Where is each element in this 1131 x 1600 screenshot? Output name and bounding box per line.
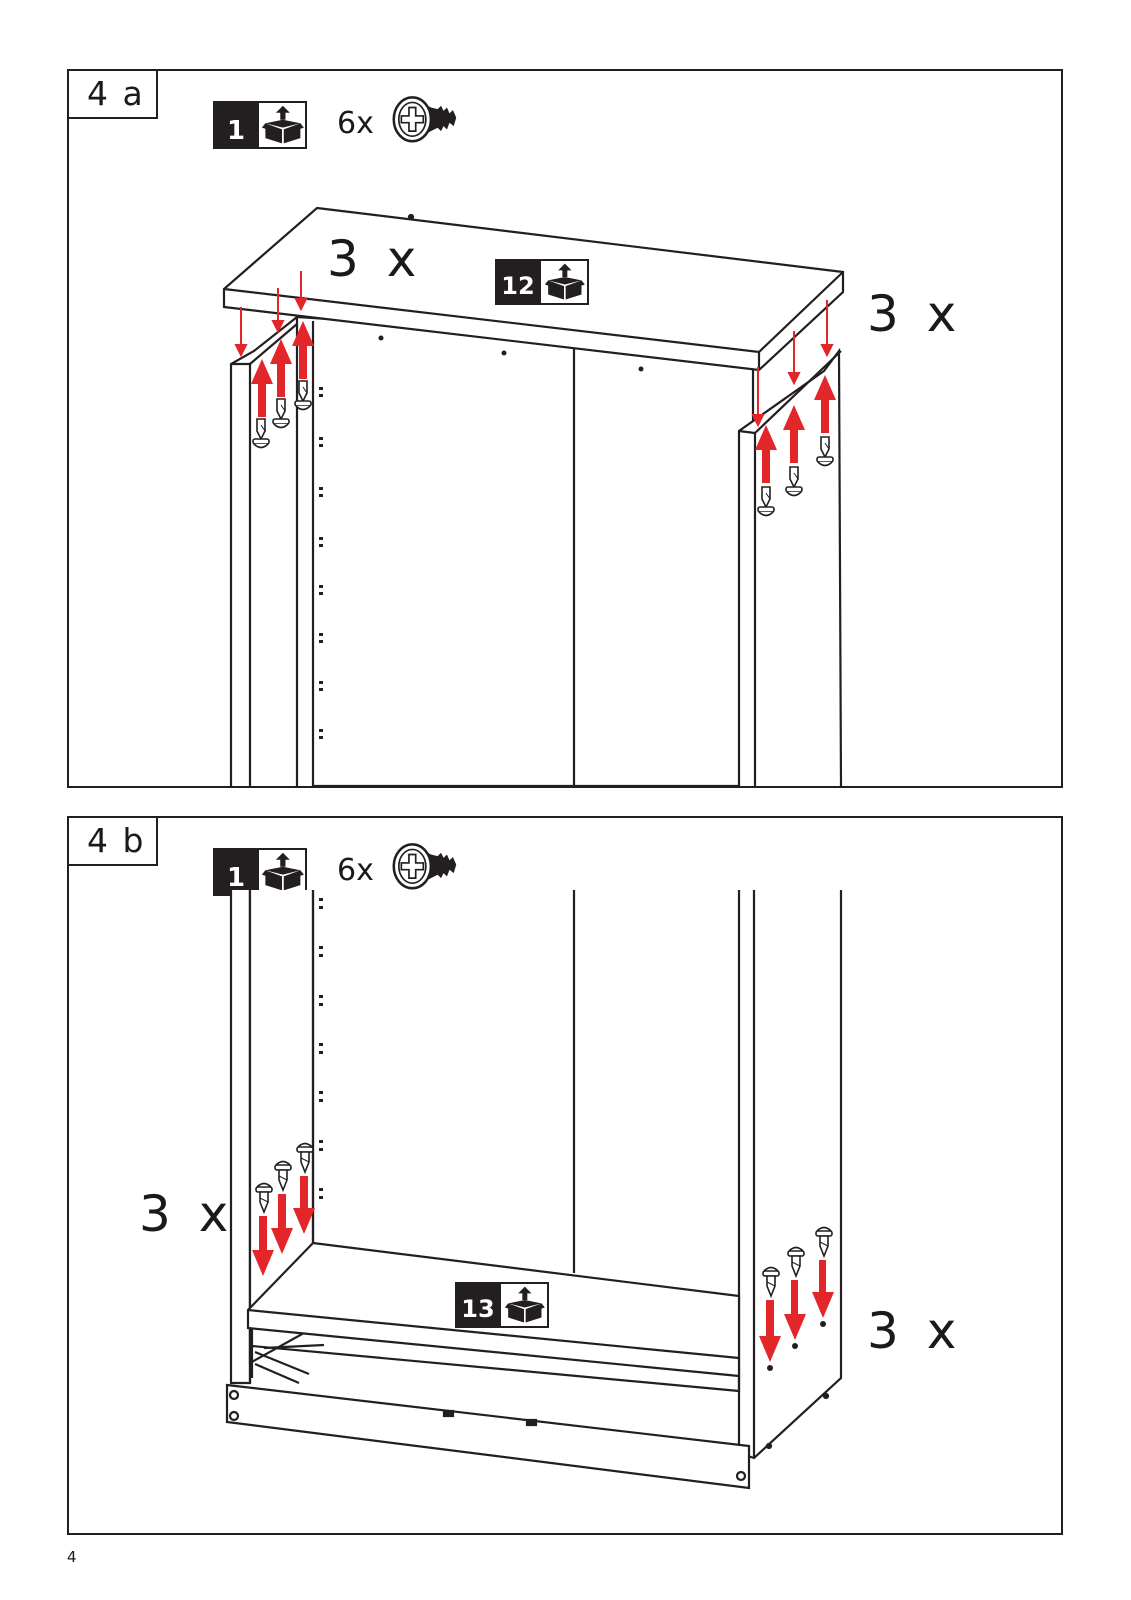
bag-badge: 1 <box>213 848 307 896</box>
box-with-up-arrow-icon <box>542 262 586 302</box>
step-label: 4 b <box>67 816 158 866</box>
shelf-pin-holes <box>319 898 323 1199</box>
bag-number: 1 <box>227 116 245 146</box>
right-multiplier: 3 x <box>867 285 963 343</box>
part-number: 13 <box>461 1295 494 1323</box>
left-multiplier: 3 x <box>327 230 423 288</box>
screw-quantity: 6x <box>337 106 374 141</box>
left-side-panel <box>229 314 299 786</box>
part-badge: 12 <box>495 259 589 305</box>
step-4a-illustration: 1 <box>213 95 845 786</box>
step-4b-panel: 1 <box>67 816 1063 1535</box>
bag-badge: 1 <box>213 101 307 149</box>
part-number: 12 <box>501 272 534 300</box>
right-multiplier: 3 x <box>867 1302 963 1360</box>
plinth <box>225 1383 751 1490</box>
screw-icon <box>392 842 458 890</box>
step-4a-panel: 1 <box>67 69 1063 788</box>
red-down-arrows-right <box>751 300 834 428</box>
red-up-arrows-left <box>251 321 314 417</box>
page-number: 4 <box>67 1548 77 1566</box>
red-down-arrows-left <box>234 271 308 358</box>
step-4b-illustration: 1 <box>213 842 843 1490</box>
right-side-panel <box>737 890 843 1460</box>
box-with-up-arrow-icon <box>502 1285 546 1325</box>
bag-number: 1 <box>227 863 245 893</box>
back-panel <box>296 315 755 786</box>
box-with-up-arrow-icon <box>260 851 304 893</box>
box-with-up-arrow-icon <box>260 104 304 146</box>
red-down-arrows-right <box>759 1260 834 1362</box>
left-multiplier: 3 x <box>139 1185 235 1243</box>
screw-quantity: 6x <box>337 853 374 888</box>
shelf-pin-holes <box>319 335 644 739</box>
red-up-arrows-right <box>755 375 836 483</box>
red-down-arrows-left <box>252 1176 315 1276</box>
part-badge: 13 <box>455 1282 549 1328</box>
screw-icon <box>392 95 458 143</box>
back-panel <box>311 890 576 1273</box>
step-label: 4 a <box>67 69 158 119</box>
screw-holes-right <box>767 1321 826 1371</box>
